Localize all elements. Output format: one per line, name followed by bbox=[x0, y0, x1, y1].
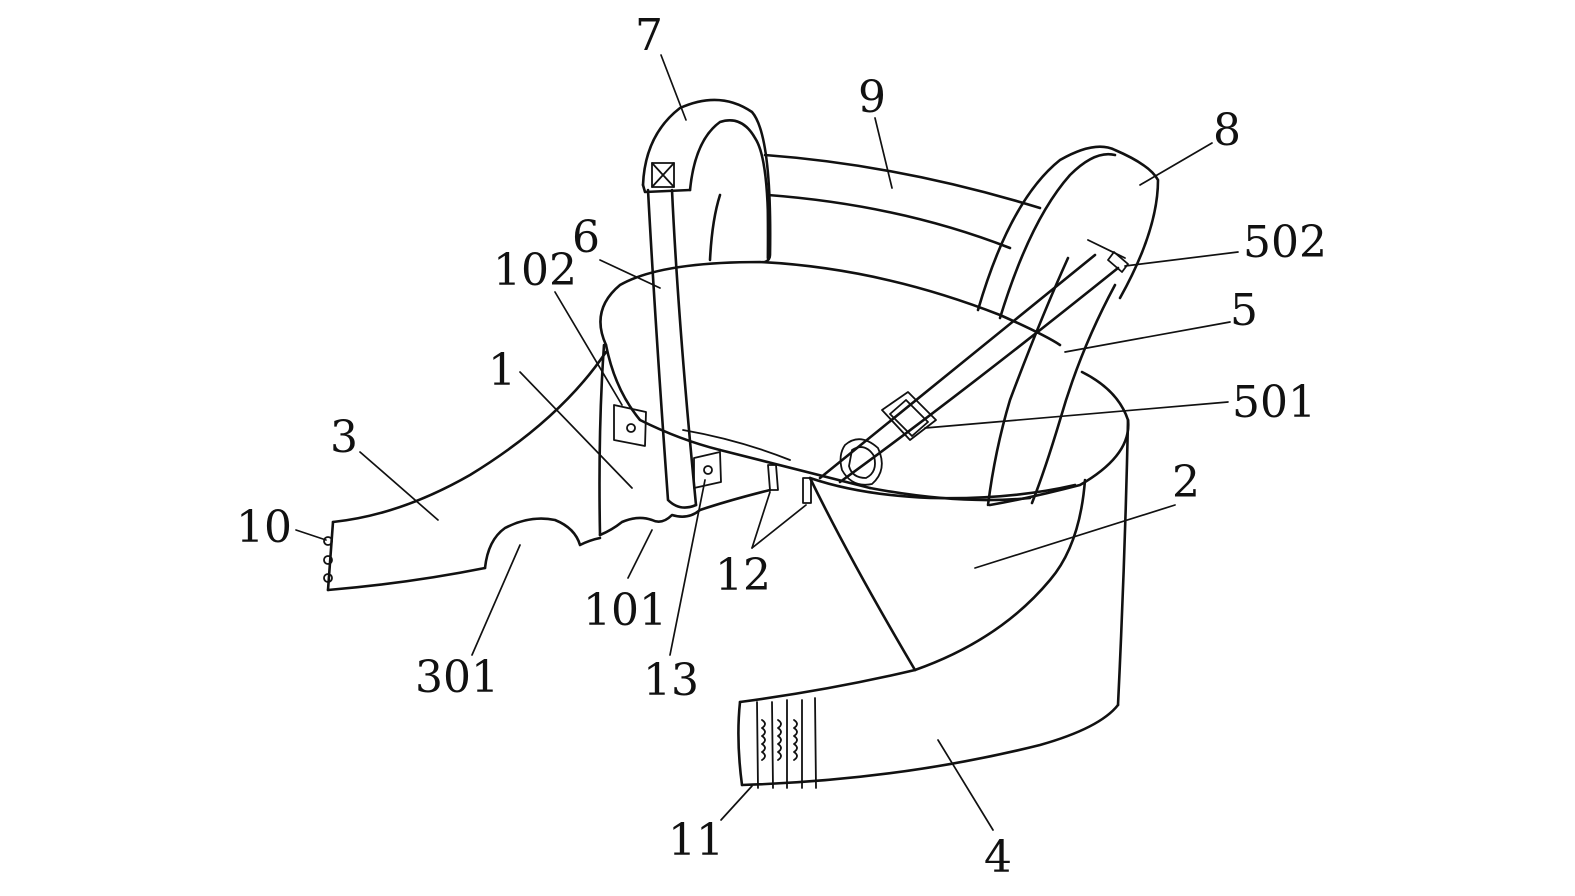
label-13: 13 bbox=[643, 655, 699, 706]
body-rim bbox=[599, 260, 1130, 507]
connectors-12 bbox=[767, 464, 812, 504]
shoulder-pad-8 bbox=[976, 145, 1160, 320]
side-panel-1 bbox=[598, 343, 772, 537]
label-101: 101 bbox=[583, 585, 667, 636]
label-4: 4 bbox=[984, 832, 1012, 883]
label-10: 10 bbox=[236, 502, 292, 553]
label-2: 2 bbox=[1172, 457, 1200, 508]
label-102: 102 bbox=[493, 245, 577, 296]
back-strap-9 bbox=[763, 153, 1042, 260]
label-301: 301 bbox=[415, 652, 499, 703]
label-9: 9 bbox=[858, 72, 886, 123]
label-3: 3 bbox=[330, 412, 358, 463]
label-11: 11 bbox=[668, 815, 724, 866]
label-12: 12 bbox=[715, 550, 771, 601]
diagonal-strap bbox=[818, 251, 1129, 486]
label-6: 6 bbox=[572, 212, 600, 263]
label-501: 501 bbox=[1232, 377, 1316, 428]
waist-belt-4 bbox=[737, 668, 1120, 789]
body-panel-2 bbox=[808, 418, 1130, 707]
waist-belt-3 bbox=[323, 350, 608, 592]
label-5: 5 bbox=[1230, 285, 1258, 336]
strap-6 bbox=[646, 188, 698, 509]
label-7: 7 bbox=[635, 10, 663, 61]
label-1: 1 bbox=[488, 345, 516, 396]
strap-5 bbox=[986, 256, 1117, 507]
label-8: 8 bbox=[1213, 105, 1241, 156]
shoulder-pad-7 bbox=[641, 98, 772, 264]
leader-lines bbox=[295, 54, 1239, 831]
callout-labels: 1 2 3 4 5 6 7 8 9 10 11 12 13 101 102 30… bbox=[236, 10, 1327, 883]
label-502: 502 bbox=[1243, 217, 1327, 268]
